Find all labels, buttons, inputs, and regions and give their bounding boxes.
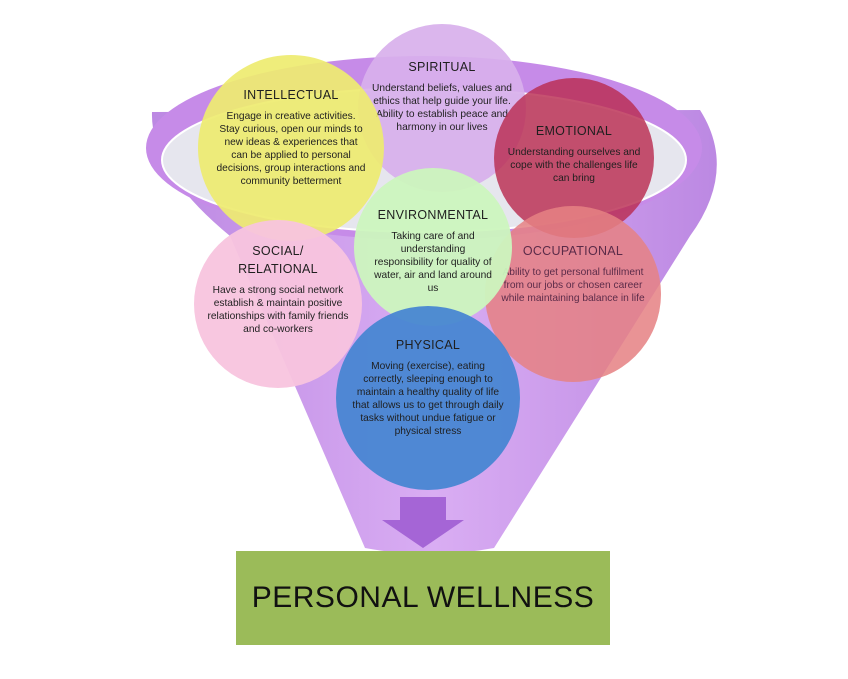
- personal-wellness-box: PERSONAL WELLNESS: [236, 551, 610, 645]
- bubble-description: Moving (exercise), eating correctly, sle…: [352, 361, 504, 438]
- bubble-title: INTELLECTUAL: [243, 88, 339, 102]
- bubble-intellectual: INTELLECTUAL Engage in creative activiti…: [198, 55, 384, 241]
- personal-wellness-label: PERSONAL WELLNESS: [251, 581, 595, 614]
- bubble-title: ENVIRONMENTAL: [377, 208, 489, 222]
- bubble-description: Understand beliefs, values and ethics th…: [372, 83, 512, 134]
- funnel-arrow: [382, 497, 464, 548]
- bubble-description: Engage in creative activities. Stay curi…: [216, 111, 366, 188]
- bubble-description: Have a strong social network establish &…: [207, 285, 349, 336]
- bubble-title: SPIRITUAL: [408, 60, 476, 74]
- bubble-occupational: OCCUPATIONAL Ability to get personal ful…: [485, 206, 661, 382]
- bubble-title-line2: RELATIONAL: [238, 262, 318, 277]
- bubble-environmental: ENVIRONMENTAL Taking care of and underst…: [354, 168, 512, 326]
- bubble-title: SOCIAL/: [252, 244, 304, 258]
- bubble-description: Understanding ourselves and cope with th…: [507, 147, 641, 185]
- bubble-description: Taking care of and understanding respons…: [374, 231, 492, 295]
- bubble-physical: PHYSICAL Moving (exercise), eating corre…: [336, 306, 520, 490]
- bubble-social-relational: SOCIAL/ RELATIONAL Have a strong social …: [194, 220, 362, 388]
- bubble-title: EMOTIONAL: [535, 124, 613, 138]
- bubble-title: PHYSICAL: [395, 338, 461, 352]
- bubble-title: OCCUPATIONAL: [522, 244, 624, 258]
- bubble-description: Ability to get personal fulfilment from …: [501, 267, 645, 305]
